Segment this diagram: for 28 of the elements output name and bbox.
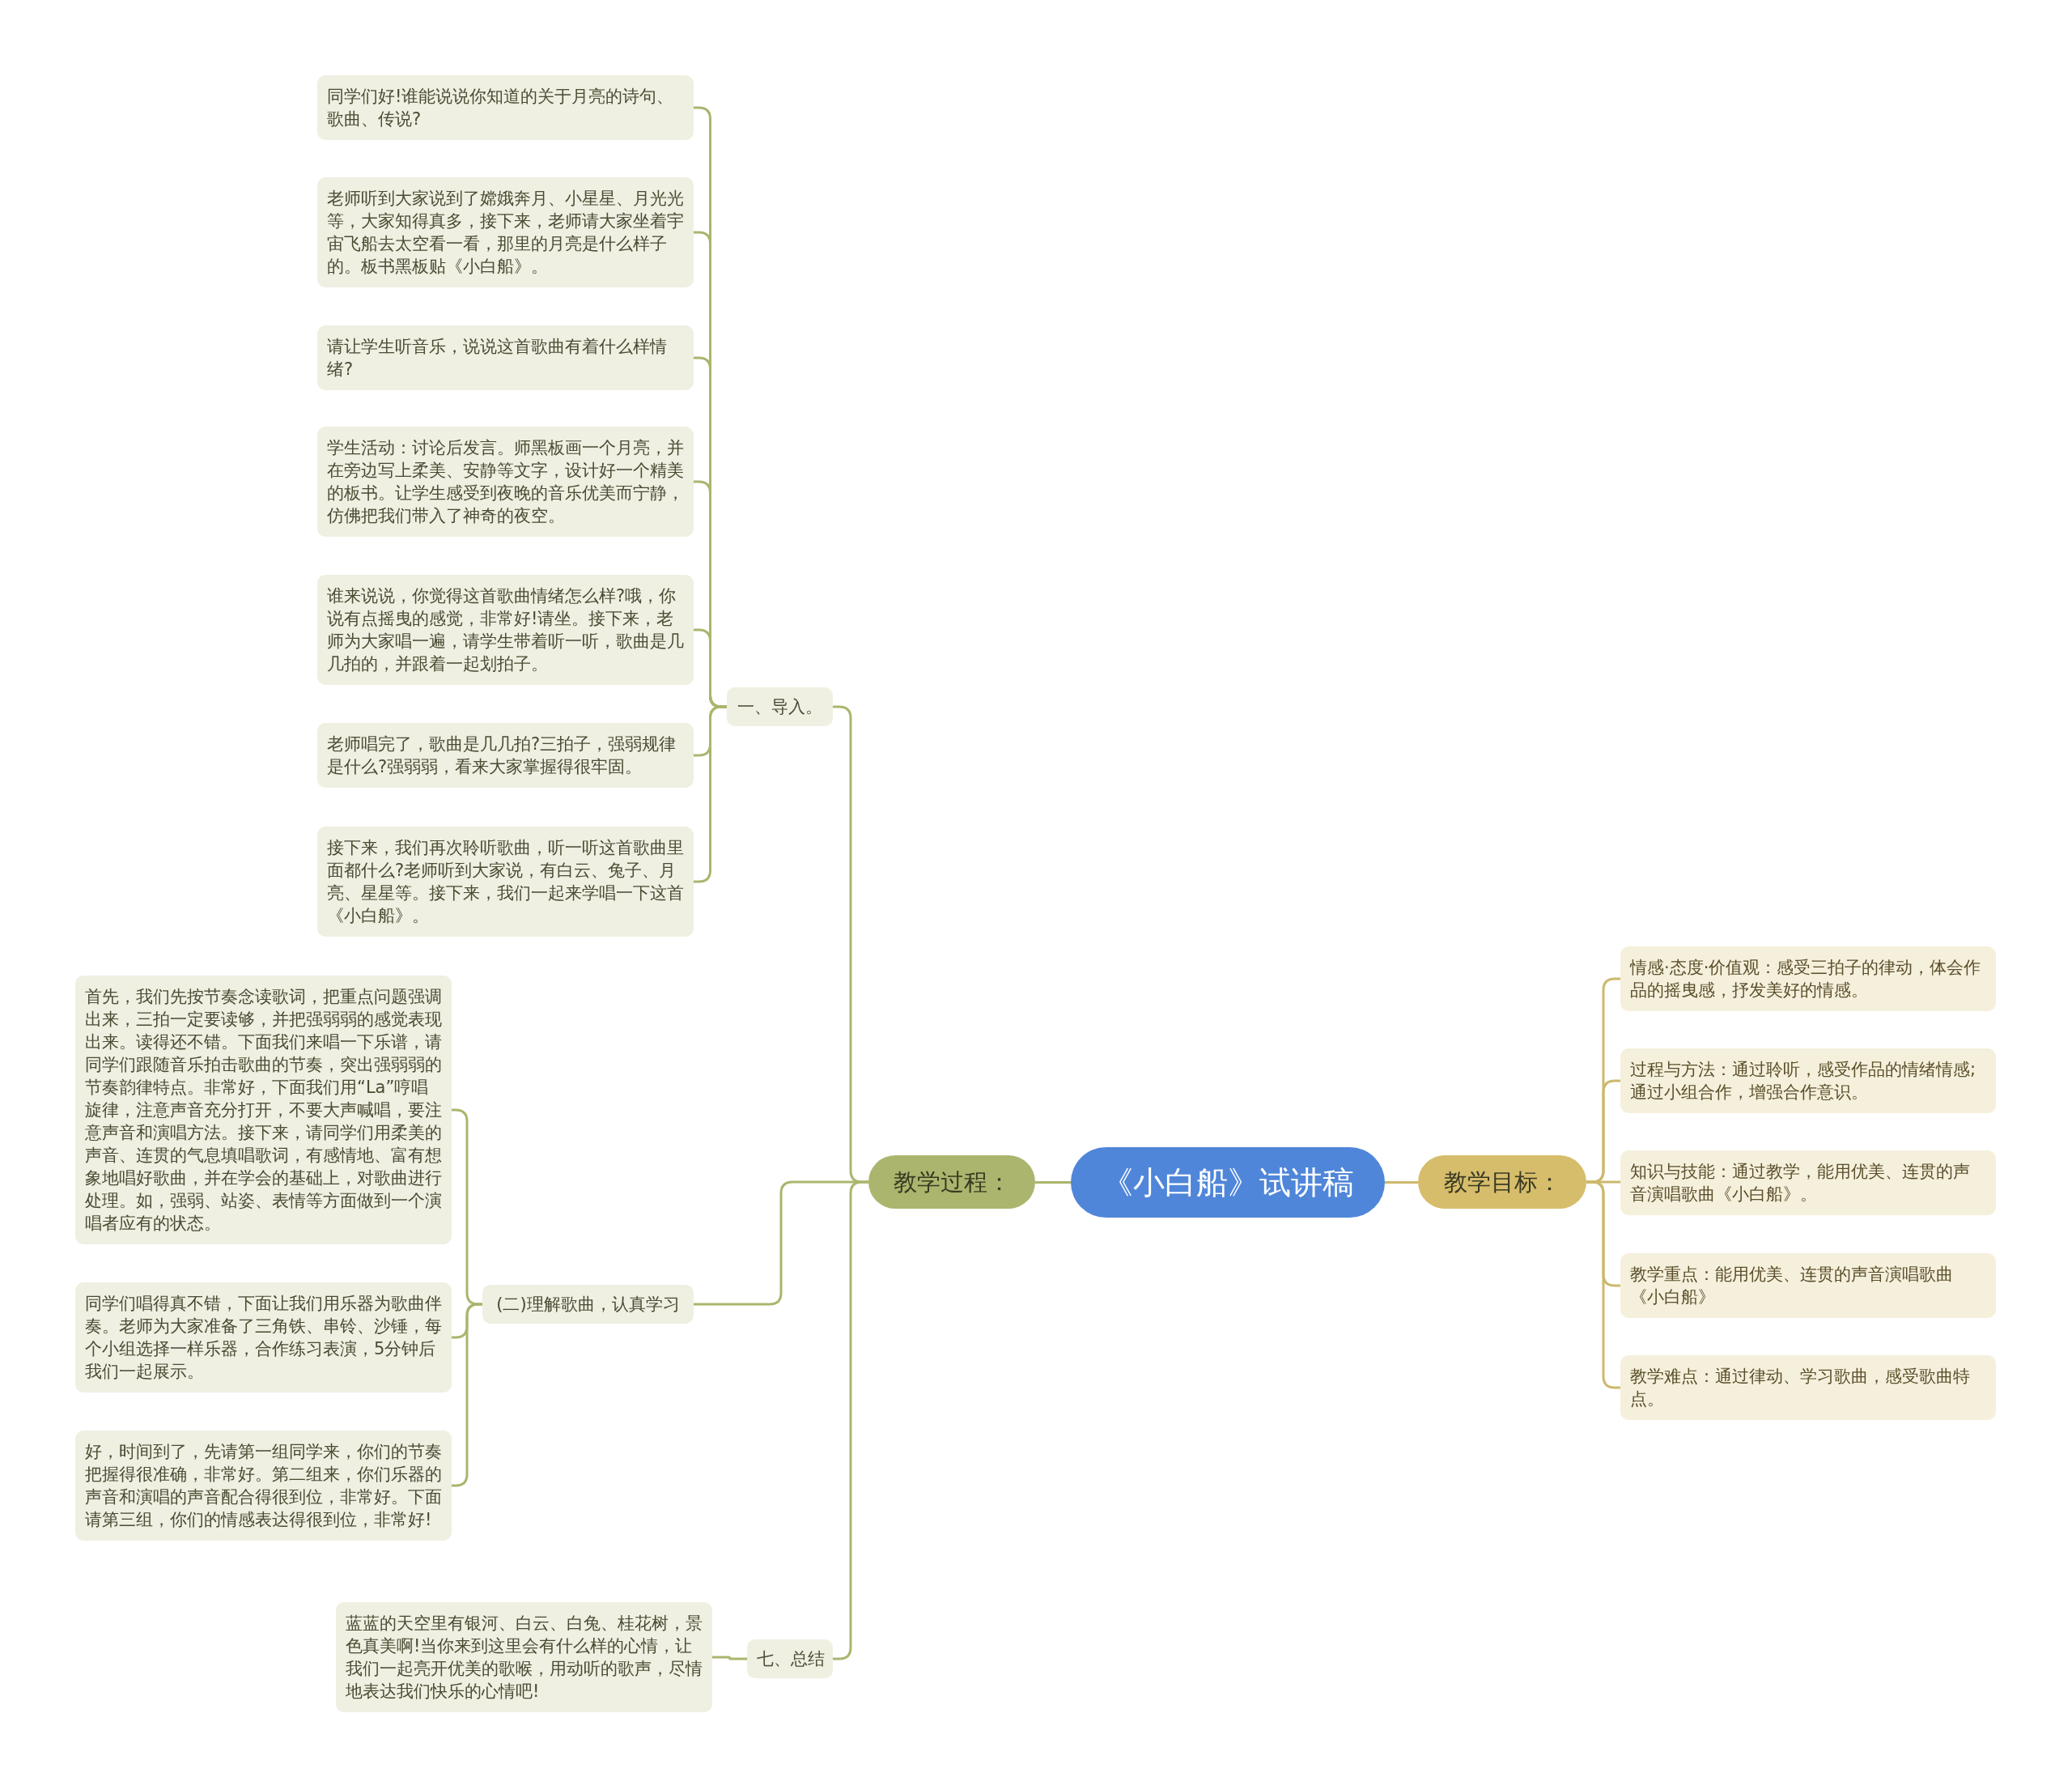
note-box: 学生活动：讨论后发言。师黑板画一个月亮，并在旁边写上柔美、安静等文字，设计好一个精美的板书。让学生感受到夜晚的音乐优美而宁静，仿佛把我们带入了神奇的夜空。 [317,427,694,537]
note-box: 教学难点：通过律动、学习歌曲，感受歌曲特点。 [1620,1355,1996,1420]
connector-line [452,1303,482,1487]
note-box: 老师听到大家说到了嫦娥奔月、小星星、月光光等，大家知得真多，接下来，老师请大家坐着宇宙飞船去太空看一看，那里的月亮是什么样子的。板书黑板贴《小白船》。 [317,177,694,287]
connector-line [1035,1181,1071,1184]
note-box: 过程与方法：通过聆听，感受作品的情绪情感;通过小组合作，增强合作意识。 [1620,1048,1996,1113]
connector-line [1586,1180,1620,1389]
note-box: 接下来，我们再次聆听歌曲，听一听这首歌曲里面都什么?老师听到大家说，有白云、兔子、月亮、星星等。接下来，我们一起来学唱一下这首《小白船》。 [317,827,694,937]
note-box: 情感·态度·价值观：感受三拍子的律动，体会作品的摇曳感，抒发美好的情感。 [1620,946,1996,1011]
note-box: 首先，我们先按节奏念读歌词，把重点问题强调出来，三拍一定要读够，并把强弱弱的感觉表现出来。读得还不错。下面我们来唱一下乐谱，请同学们跟随音乐拍击歌曲的节奏，突出强弱弱的节奏韵律特点。非常好，下面我们用“La”哼唱旋律，注意声音充分打开，不要大声喊唱，要注意声音和演唱方法。接下来，请同学们用柔美的声音、连贯的气息填唱歌词，有感情地、富有想象地唱好歌曲，并在学会的基础上，对歌曲进行处理。如，强弱、站姿、表情等方面做到一个演唱者应有的状态。 [75,976,452,1244]
subtopic-box: 七、总结 [747,1639,833,1678]
note-box: 请让学生听音乐，说说这首歌曲有着什么样情绪? [317,325,694,390]
connector-line [694,705,727,883]
note-box: 蓝蓝的天空里有银河、白云、白兔、桂花树，景色真美啊!当你来到这里会有什么样的心情，让我们一起亮开优美的歌喉，用动听的歌声，尽情地表达我们快乐的心情吧! [336,1602,712,1712]
subtopic-box: 一、导入。 [727,687,833,726]
connector-line [712,1656,747,1660]
note-box: 教学重点：能用优美、连贯的声音演唱歌曲《小白船》 [1620,1253,1996,1318]
branch-topic: 教学过程： [868,1155,1035,1209]
note-box: 知识与技能：通过教学，能用优美、连贯的声音演唱歌曲《小白船》。 [1620,1150,1996,1215]
subtopic-box: (二)理解歌曲，认真学习 [482,1285,694,1324]
connector-line [1385,1181,1418,1184]
note-box: 同学们好!谁能说说你知道的关于月亮的诗句、歌曲、传说? [317,75,694,140]
note-box: 老师唱完了，歌曲是几几拍?三拍子，强弱规律是什么?强弱弱，看来大家掌握得很牢固。 [317,723,694,788]
central-topic: 《小白船》试讲稿 [1071,1147,1385,1218]
note-box: 谁来说说，你觉得这首歌曲情绪怎么样?哦，你说有点摇曳的感觉，非常好!请坐。接下来，老师为大家唱一遍，请学生带着听一听，歌曲是几几拍的，并跟着一起划拍子。 [317,575,694,685]
branch-topic: 教学目标： [1418,1155,1586,1209]
note-box: 同学们唱得真不错，下面让我们用乐器为歌曲伴奏。老师为大家准备了三角铁、串铃、沙锤，每个小组选择一样乐器，合作练习表演，5分钟后我们一起展示。 [75,1282,452,1392]
note-box: 好，时间到了，先请第一组同学来，你们的节奏把握得很准确，非常好。第二组来，你们乐器的声音和演唱的声音配合得很到位，非常好。下面请第三组，你们的情感表达得很到位，非常好! [75,1431,452,1541]
